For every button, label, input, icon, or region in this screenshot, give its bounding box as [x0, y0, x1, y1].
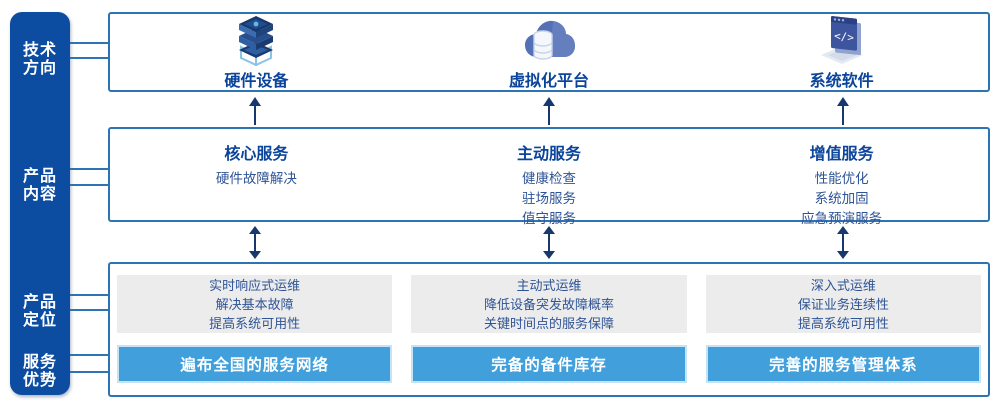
- service-item: 硬件故障解决: [215, 171, 297, 186]
- sidebar-label-product-content: 产品 内容: [10, 168, 70, 204]
- tech-label-system-software: 系统软件: [809, 73, 874, 90]
- positioning-line: 深入式运维: [810, 277, 876, 293]
- connector-line: [70, 294, 108, 296]
- svg-text:</>: </>: [834, 29, 854, 44]
- sidebar-label-line: 优势: [22, 372, 57, 389]
- connector-line: [70, 168, 108, 170]
- service-item: 驻场服务: [521, 191, 576, 206]
- connector-line: [70, 57, 108, 59]
- double-arrow: [836, 226, 850, 259]
- product-positioning-box: 实时响应式运维 解决基本故障 提高系统可用性 遍布全国的服务网络 主动式运维 降…: [108, 262, 990, 397]
- positioning-card: 实时响应式运维 解决基本故障 提高系统可用性: [117, 275, 393, 333]
- tech-direction-box: 硬件设备 虚拟化平台: [108, 12, 990, 92]
- sidebar-label-line: 产品: [22, 168, 57, 185]
- tech-column-system-software: </> 系统软件: [695, 14, 988, 98]
- service-item: 应急预演服务: [801, 211, 883, 226]
- positioning-line: 降低设备突发故障概率: [483, 296, 614, 312]
- sidebar-label-line: 方向: [22, 60, 57, 77]
- sidebar-label-line: 服务: [22, 354, 57, 371]
- connector-line: [70, 184, 108, 186]
- advantage-bar-service-network: 遍布全国的服务网络: [117, 345, 393, 383]
- connector-line: [70, 371, 108, 373]
- service-header-value-added: 增值服务: [809, 146, 874, 163]
- positioning-card: 深入式运维 保证业务连续性 提高系统可用性: [705, 275, 981, 333]
- positioning-line: 实时响应式运维: [209, 277, 301, 293]
- tech-label-virtualization: 虚拟化平台: [508, 73, 589, 90]
- positioning-card: 主动式运维 降低设备突发故障概率 关键时间点的服务保障: [411, 275, 687, 333]
- category-sidebar: 技术 方向 产品 内容 产品 定位 服务 优势: [10, 12, 70, 395]
- positioning-line: 关键时间点的服务保障: [483, 315, 614, 331]
- service-header-core: 核心服务: [224, 146, 289, 163]
- positioning-line: 主动式运维: [516, 277, 582, 293]
- double-arrow: [248, 226, 262, 259]
- advantage-bar-service-management: 完善的服务管理体系: [705, 345, 981, 383]
- advantage-bar-spare-parts: 完备的备件库存: [411, 345, 687, 383]
- up-arrow: [542, 97, 556, 125]
- positioning-line: 解决基本故障: [215, 296, 294, 312]
- sidebar-label-service-advantage: 服务 优势: [10, 354, 70, 390]
- service-column-core: 核心服务 硬件故障解决: [110, 129, 403, 229]
- connector-line: [70, 354, 108, 356]
- service-header-proactive: 主动服务: [516, 146, 581, 163]
- tech-column-virtualization: 虚拟化平台: [403, 14, 696, 98]
- connector-line: [70, 309, 108, 311]
- tech-label-hardware: 硬件设备: [224, 73, 289, 90]
- service-item: 系统加固: [814, 191, 869, 206]
- positioning-line: 提高系统可用性: [209, 315, 301, 331]
- cloud-database-icon: [520, 14, 578, 66]
- product-content-box: 核心服务 硬件故障解决 主动服务 健康检查 驻场服务 值守服务 增值服务 性能优…: [108, 127, 990, 226]
- service-item: 健康检查: [521, 171, 576, 186]
- sidebar-label-line: 内容: [22, 186, 57, 203]
- positioning-column-realtime: 实时响应式运维 解决基本故障 提高系统可用性 遍布全国的服务网络: [117, 275, 393, 383]
- service-item: 性能优化: [814, 171, 869, 186]
- service-column-value-added: 增值服务 性能优化 系统加固 应急预演服务: [695, 129, 988, 229]
- positioning-column-indepth: 深入式运维 保证业务连续性 提高系统可用性 完善的服务管理体系: [705, 275, 981, 383]
- tech-column-hardware: 硬件设备: [110, 14, 403, 98]
- code-window-icon: </>: [813, 14, 871, 66]
- service-column-proactive: 主动服务 健康检查 驻场服务 值守服务: [403, 129, 696, 229]
- service-item: 值守服务: [521, 211, 576, 226]
- server-stack-icon: [227, 14, 285, 66]
- sidebar-label-tech-direction: 技术 方向: [10, 42, 70, 78]
- positioning-line: 提高系统可用性: [797, 315, 889, 331]
- sidebar-label-product-positioning: 产品 定位: [10, 294, 70, 330]
- double-arrow: [542, 226, 556, 259]
- positioning-line: 保证业务连续性: [797, 296, 889, 312]
- sidebar-label-line: 产品: [22, 294, 57, 311]
- sidebar-label-line: 技术: [22, 42, 57, 59]
- up-arrow: [248, 97, 262, 125]
- up-arrow: [836, 97, 850, 125]
- positioning-column-proactive: 主动式运维 降低设备突发故障概率 关键时间点的服务保障 完备的备件库存: [411, 275, 687, 383]
- sidebar-label-line: 定位: [22, 312, 57, 329]
- connector-line: [70, 42, 108, 44]
